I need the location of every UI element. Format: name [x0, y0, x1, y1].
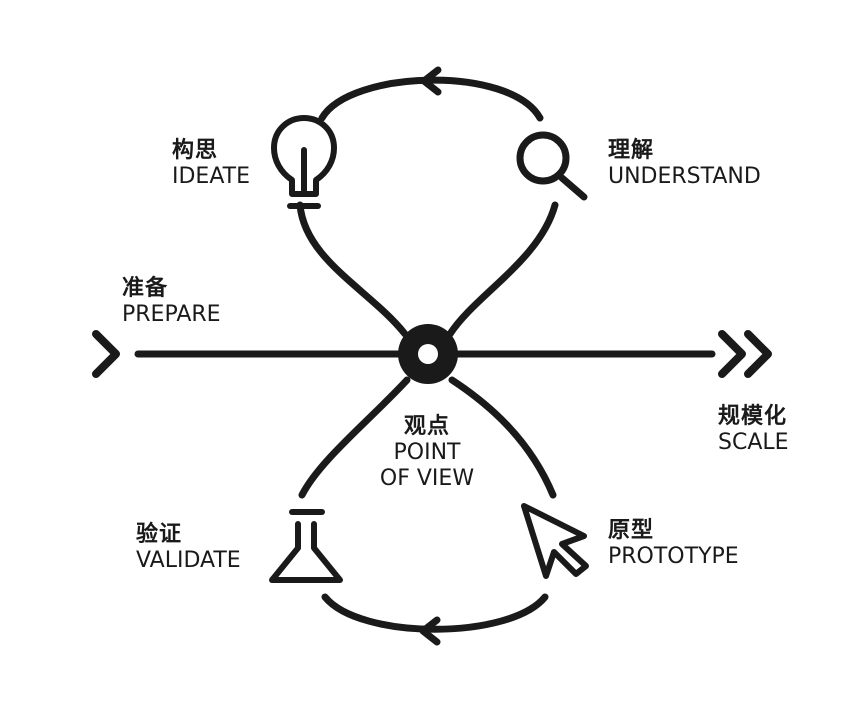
label-ideate-en: IDEATE — [172, 163, 251, 189]
label-pov-en-line1: POINT — [393, 439, 461, 465]
label-understand-zh: 理解 — [608, 138, 655, 163]
label-pov-en-line2: OF VIEW — [379, 465, 475, 491]
label-understand-en: UNDERSTAND — [608, 163, 761, 189]
label-ideate: 构思 IDEATE — [172, 138, 250, 190]
label-point-of-view: 观点 POINT OF VIEW — [372, 414, 482, 492]
label-prototype-zh: 原型 — [608, 518, 655, 543]
label-prototype: 原型 PROTOTYPE — [608, 518, 739, 570]
label-pov-zh: 观点 — [403, 414, 450, 439]
bottom-loop-arrowhead — [419, 616, 441, 646]
target-icon — [398, 324, 458, 384]
top-loop-arrowhead — [420, 66, 442, 96]
bottom-loop-path — [298, 376, 557, 633]
label-ideate-zh: 构思 — [172, 138, 219, 163]
magnifier-icon — [516, 131, 588, 201]
double-chevron-right-icon — [718, 330, 772, 378]
chevron-right-icon — [92, 330, 120, 378]
label-prepare: 准备 PREPARE — [122, 276, 221, 328]
top-loop-path — [296, 76, 559, 338]
label-scale: 规模化 SCALE — [718, 404, 789, 456]
label-prepare-en: PREPARE — [122, 301, 221, 327]
label-scale-en: SCALE — [718, 429, 789, 455]
label-prototype-en: PROTOTYPE — [608, 543, 739, 569]
cursor-icon — [521, 503, 589, 579]
label-validate-en: VALIDATE — [136, 547, 241, 573]
lightbulb-icon — [271, 115, 337, 209]
label-understand: 理解 UNDERSTAND — [608, 138, 761, 190]
label-validate-zh: 验证 — [136, 522, 183, 547]
label-scale-zh: 规模化 — [718, 404, 788, 429]
label-prepare-zh: 准备 — [122, 276, 169, 301]
flask-icon — [269, 509, 343, 583]
label-validate: 验证 VALIDATE — [136, 522, 241, 574]
